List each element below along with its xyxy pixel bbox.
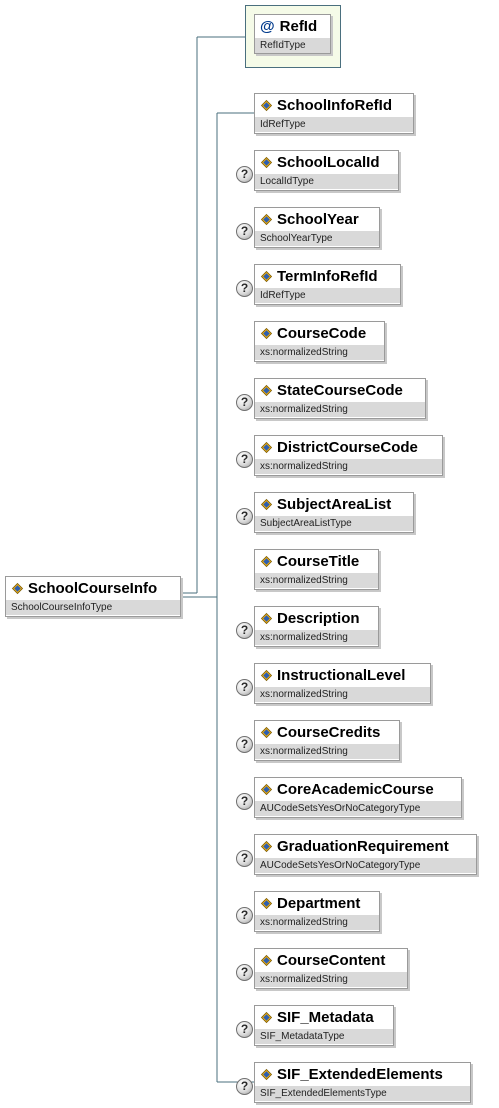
element-type: xs:normalizedString: [255, 915, 379, 930]
element-diamond-icon: [260, 498, 273, 511]
element-name: SIF_ExtendedElements: [277, 1066, 443, 1083]
element-name: CoreAcademicCourse: [277, 781, 434, 798]
element-name: CourseCode: [277, 325, 367, 342]
element-node-coursecredits[interactable]: CourseCredits xs:normalizedString: [254, 720, 400, 761]
element-type: SubjectAreaListType: [255, 516, 413, 531]
element-type: SIF_MetadataType: [255, 1029, 393, 1044]
element-diamond-icon: [11, 582, 24, 595]
element-node-department[interactable]: Department xs:normalizedString: [254, 891, 380, 932]
element-diamond-icon: [260, 783, 273, 796]
optional-question-icon: ?: [236, 850, 253, 867]
optional-question-icon: ?: [236, 508, 253, 525]
element-type: xs:normalizedString: [255, 972, 407, 987]
element-node-instructionallevel[interactable]: InstructionalLevel xs:normalizedString: [254, 663, 431, 704]
element-type: xs:normalizedString: [255, 402, 425, 417]
element-type: xs:normalizedString: [255, 687, 430, 702]
element-node-coursetitle[interactable]: CourseTitle xs:normalizedString: [254, 549, 379, 590]
optional-question-icon: ?: [236, 679, 253, 696]
element-diamond-icon: [260, 99, 273, 112]
attribute-node-refid[interactable]: @ RefId RefIdType: [254, 14, 331, 54]
element-name: CourseCredits: [277, 724, 381, 741]
optional-question-icon: ?: [236, 1021, 253, 1038]
element-name: Description: [277, 610, 360, 627]
optional-question-icon: ?: [236, 964, 253, 981]
root-element-type: SchoolCourseInfoType: [6, 600, 180, 615]
element-name: CourseContent: [277, 952, 386, 969]
element-type: xs:normalizedString: [255, 630, 378, 645]
element-diamond-icon: [260, 1011, 273, 1024]
element-type: IdRefType: [255, 117, 413, 132]
element-type: AUCodeSetsYesOrNoCategoryType: [255, 858, 476, 873]
element-diamond-icon: [260, 156, 273, 169]
element-name: Department: [277, 895, 361, 912]
element-diamond-icon: [260, 840, 273, 853]
element-type: xs:normalizedString: [255, 573, 378, 588]
root-element-node[interactable]: SchoolCourseInfo SchoolCourseInfoType: [5, 576, 181, 617]
element-name: SchoolYear: [277, 211, 359, 228]
element-name: CourseTitle: [277, 553, 360, 570]
element-diamond-icon: [260, 441, 273, 454]
element-type: LocalIdType: [255, 174, 398, 189]
element-diamond-icon: [260, 1068, 273, 1081]
root-element-name: SchoolCourseInfo: [28, 580, 158, 597]
element-name: StateCourseCode: [277, 382, 403, 399]
optional-question-icon: ?: [236, 451, 253, 468]
optional-question-icon: ?: [236, 736, 253, 753]
element-type: xs:normalizedString: [255, 459, 442, 474]
optional-question-icon: ?: [236, 166, 253, 183]
element-diamond-icon: [260, 669, 273, 682]
element-name: DistrictCourseCode: [277, 439, 418, 456]
optional-question-icon: ?: [236, 907, 253, 924]
element-type: xs:normalizedString: [255, 345, 384, 360]
element-node-coursecode[interactable]: CourseCode xs:normalizedString: [254, 321, 385, 362]
element-type: xs:normalizedString: [255, 744, 399, 759]
attribute-at-icon: @: [260, 18, 275, 35]
element-diamond-icon: [260, 954, 273, 967]
optional-question-icon: ?: [236, 1078, 253, 1095]
optional-question-icon: ?: [236, 793, 253, 810]
element-diamond-icon: [260, 612, 273, 625]
element-diamond-icon: [260, 384, 273, 397]
element-diamond-icon: [260, 726, 273, 739]
element-name: InstructionalLevel: [277, 667, 406, 684]
element-node-statecoursecode[interactable]: StateCourseCode xs:normalizedString: [254, 378, 426, 419]
element-type: SIF_ExtendedElementsType: [255, 1086, 470, 1101]
attribute-name: RefId: [279, 18, 318, 35]
element-diamond-icon: [260, 897, 273, 910]
element-name: SchoolInfoRefId: [277, 97, 392, 114]
element-name: TermInfoRefId: [277, 268, 378, 285]
element-type: SchoolYearType: [255, 231, 379, 246]
element-name: GraduationRequirement: [277, 838, 449, 855]
optional-question-icon: ?: [236, 394, 253, 411]
element-type: AUCodeSetsYesOrNoCategoryType: [255, 801, 461, 816]
element-diamond-icon: [260, 327, 273, 340]
element-name: SchoolLocalId: [277, 154, 380, 171]
optional-question-icon: ?: [236, 280, 253, 297]
attribute-type: RefIdType: [255, 38, 330, 53]
element-node-coursecontent[interactable]: CourseContent xs:normalizedString: [254, 948, 408, 989]
optional-question-icon: ?: [236, 622, 253, 639]
element-node-description[interactable]: Description xs:normalizedString: [254, 606, 379, 647]
element-type: IdRefType: [255, 288, 400, 303]
element-diamond-icon: [260, 270, 273, 283]
element-diamond-icon: [260, 213, 273, 226]
element-diamond-icon: [260, 555, 273, 568]
element-name: SIF_Metadata: [277, 1009, 374, 1026]
element-node-districtcoursecode[interactable]: DistrictCourseCode xs:normalizedString: [254, 435, 443, 476]
optional-question-icon: ?: [236, 223, 253, 240]
element-name: SubjectAreaList: [277, 496, 392, 513]
